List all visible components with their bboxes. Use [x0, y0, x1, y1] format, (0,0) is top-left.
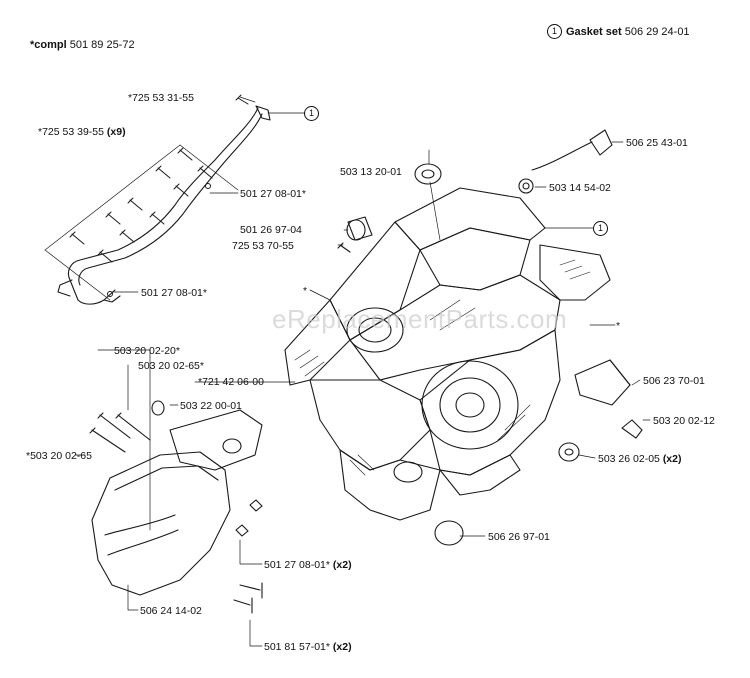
clutch-cover — [89, 400, 263, 614]
part-label: 503 20 02-12 — [653, 415, 715, 427]
part-label: 501 26 97-04 — [240, 224, 302, 236]
part-label: 506 24 14-02 — [140, 605, 202, 617]
compl-label: *compl 501 89 25-72 — [30, 39, 135, 51]
gasket-set-title: Gasket set — [566, 26, 622, 38]
callout-circle: 1 — [593, 221, 608, 236]
part-label: 501 27 08-01* — [240, 188, 306, 200]
part-label: 501 27 08-01* — [141, 287, 207, 299]
part-label: 501 81 57-01* (x2) — [264, 641, 352, 653]
part-label: 503 13 20-01 — [340, 166, 402, 178]
part-label: 501 27 08-01* (x2) — [264, 559, 352, 571]
part-label: 503 22 00-01 — [180, 400, 242, 412]
gasket-set-number: 506 29 24-01 — [624, 26, 690, 38]
part-label: *721 42 06-00 — [198, 376, 264, 388]
part-label: 503 26 02-05 (x2) — [598, 453, 682, 465]
callout-circle: 1 — [304, 106, 319, 121]
compl-number: 501 89 25-72 — [69, 39, 135, 51]
part-label: 503 20 02-65* — [138, 360, 204, 372]
small-screws — [69, 94, 249, 297]
leader-lines — [74, 96, 651, 647]
bracket-assembly — [57, 105, 271, 305]
part-label: *503 20 02-65 — [26, 450, 92, 462]
intake-components — [337, 129, 643, 546]
part-label: 506 25 43-01 — [626, 137, 688, 149]
crankcase-housing — [284, 187, 611, 521]
watermark: eReplacementParts.com — [272, 304, 568, 334]
gasket-set-label: Gasket set 506 29 24-01 — [566, 26, 690, 38]
part-label: 503 14 54-02 — [549, 182, 611, 194]
compl-prefix: *compl — [30, 39, 67, 51]
bracket-leader-lines — [44, 144, 239, 301]
part-label: 506 26 97-01 — [488, 531, 550, 543]
gasket-ref-symbol: 1 — [547, 24, 562, 39]
part-label: *725 53 39-55 (x9) — [38, 126, 126, 138]
asterisk-marker: * — [616, 320, 621, 332]
part-label: 503 20 02-20* — [114, 345, 180, 357]
part-label: *725 53 31-55 — [128, 92, 194, 104]
asterisk-marker: * — [303, 285, 308, 297]
part-label: 506 23 70-01 — [643, 375, 705, 387]
part-label: 725 53 70-55 — [232, 240, 294, 252]
